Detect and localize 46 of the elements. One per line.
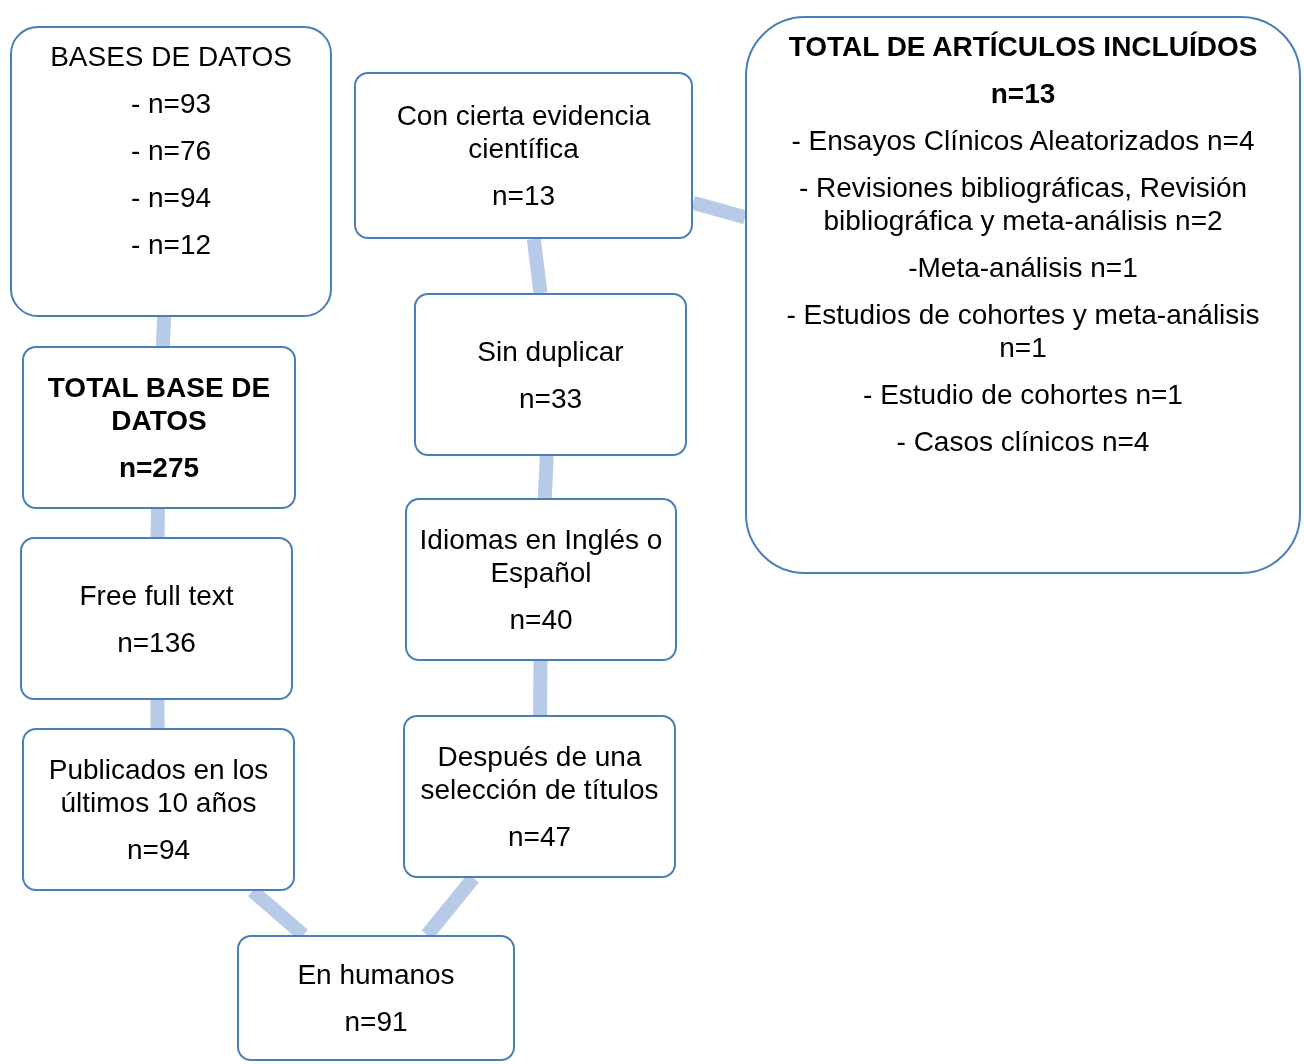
connector-line: [691, 196, 747, 225]
process-box: [403, 715, 676, 878]
box-text: En humanos: [297, 958, 455, 991]
box-text: -Meta-análisis n=1: [908, 251, 1138, 284]
box-text: n=40: [509, 603, 573, 636]
process-box: [405, 498, 677, 661]
process-box: [20, 537, 293, 700]
box-text: Después de una selección de títulos: [419, 740, 660, 806]
process-box: [22, 728, 295, 891]
connector-line: [526, 238, 548, 294]
process-box: [22, 346, 296, 509]
box-text: Idiomas en Inglés o Español: [419, 523, 663, 589]
box-text: - n=12: [130, 228, 212, 261]
connector-line: [155, 316, 172, 347]
box-text: Sin duplicar: [477, 334, 624, 368]
box-text: n=136: [117, 625, 196, 659]
process-box: [745, 16, 1301, 574]
box-text: n=94: [126, 833, 191, 866]
box-text: - Revisiones bibliográficas, Revisión bibliográfica y meta-análisis n=2: [797, 171, 1249, 237]
box-text: - n=94: [130, 181, 212, 214]
box-text: Publicados en los últimos 10 años: [47, 753, 270, 819]
connector-line: [150, 699, 165, 729]
heading-text: n=13: [990, 77, 1056, 110]
box-text: - Ensayos Clínicos Aleatorizados n=4: [791, 124, 1255, 157]
box-text: Con cierta evidencia científica: [395, 99, 652, 165]
connector-line: [533, 660, 548, 716]
box-text: - Casos clínicos n=4: [896, 425, 1150, 458]
process-box: [354, 72, 693, 239]
box-text: - n=93: [130, 87, 212, 120]
box-text: - Estudio de cohortes n=1: [863, 378, 1183, 411]
box-text: n=47: [507, 820, 572, 853]
heading-text: TOTAL BASE DE DATOS: [46, 371, 272, 437]
heading-text: TOTAL DE ARTÍCULOS INCLUÍDOS: [788, 30, 1258, 63]
box-text: - n=76: [130, 134, 212, 167]
box-text: - Estudios de cohortes y meta-análisis n=1: [785, 298, 1261, 364]
box-text: n=13: [491, 179, 556, 212]
connector-line: [537, 455, 554, 499]
process-box: [237, 935, 515, 1061]
box-text: BASES DE DATOS: [50, 40, 292, 73]
box-text: n=91: [344, 1005, 408, 1038]
heading-text: n=275: [118, 451, 200, 484]
process-box: [414, 293, 687, 456]
box-text: n=33: [518, 381, 583, 415]
connector-line: [150, 508, 165, 538]
process-box: [10, 26, 332, 317]
box-text: Free full text: [79, 578, 234, 612]
